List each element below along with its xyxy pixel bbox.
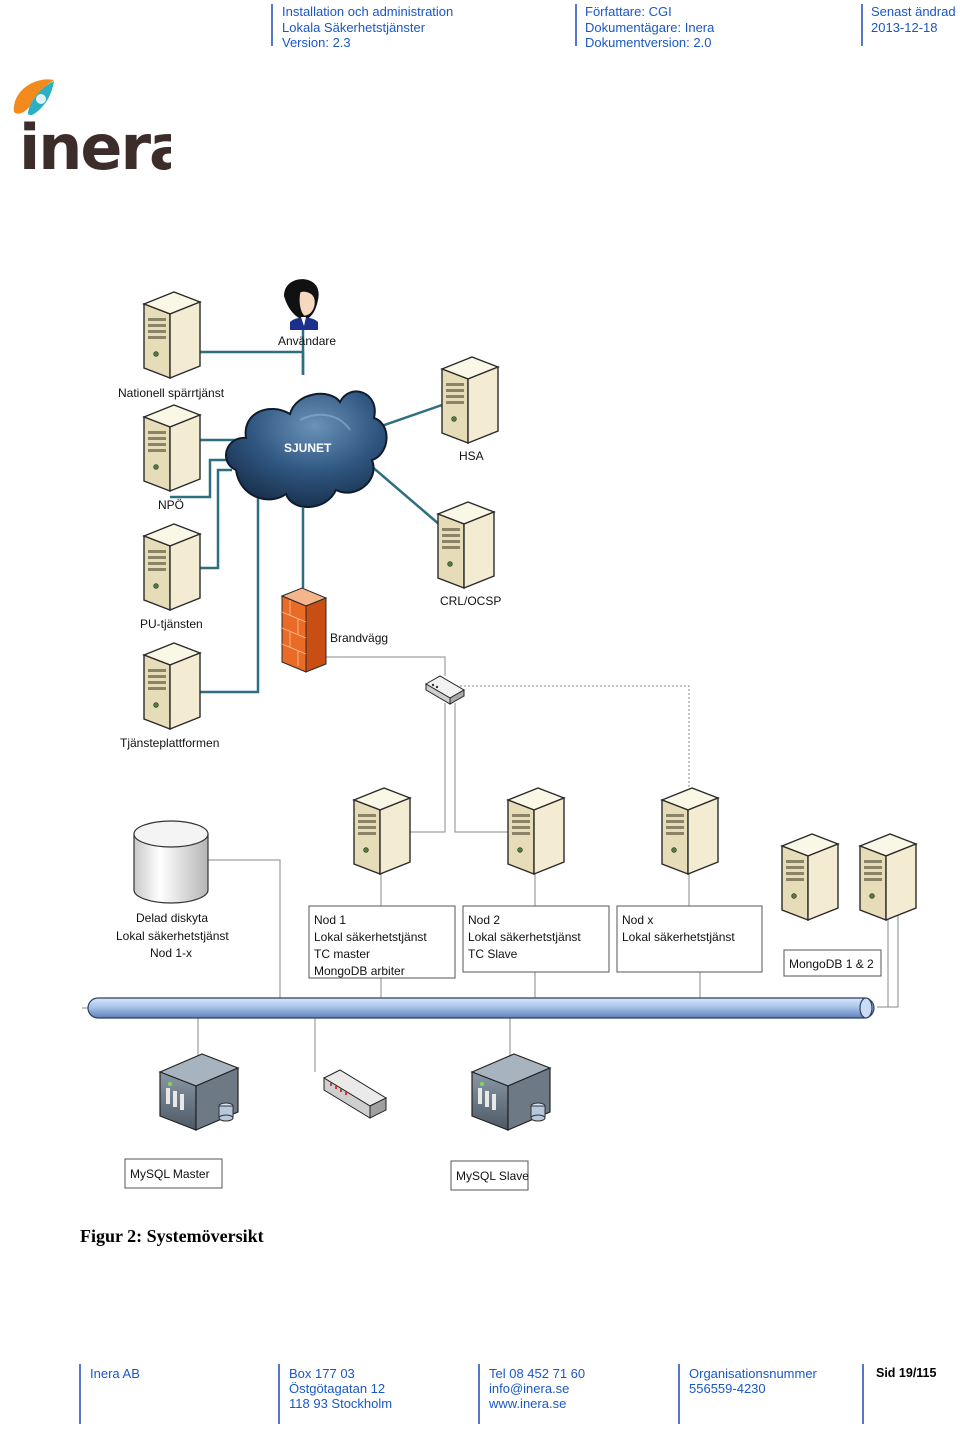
svg-text:MySQL Slave: MySQL Slave	[456, 1169, 529, 1183]
firewall-icon	[280, 587, 328, 673]
server-icon-crl	[437, 501, 495, 589]
mysql-slave-box: MySQL Slave	[450, 1160, 529, 1191]
footer-line: Tel 08 452 71 60	[489, 1366, 586, 1381]
disk-label-line: Lokal säkerhetstjänst	[116, 929, 229, 943]
header-separator	[861, 4, 863, 46]
footer-line: Östgötagatan 12	[289, 1381, 386, 1396]
footer-line: 118 93 Stockholm	[289, 1396, 393, 1411]
disk-label-line: Nod 1-x	[150, 946, 192, 960]
footer-line: Inera AB	[90, 1366, 140, 1381]
server-icon-nodex	[661, 787, 719, 875]
figure-caption: Figur 2: Systemöversikt	[80, 1226, 264, 1246]
footer-separator	[278, 1364, 280, 1424]
shared-disk-icon	[133, 820, 209, 904]
svg-text:TC master: TC master	[314, 947, 370, 961]
mongodb-box: MongoDB 1 & 2	[783, 949, 882, 977]
svg-text:TC Slave: TC Slave	[468, 947, 518, 961]
header-line: Senast ändrad	[871, 4, 956, 19]
pu-label: PU-tjänsten	[140, 617, 203, 631]
system-overview-diagram: Användare SJUNET Nationell spärrtjänst N…	[82, 279, 917, 1191]
server-icon-tjansteplattformen	[143, 642, 201, 730]
header-date-info: Senast ändrad 2013-12-18	[871, 4, 956, 35]
header-line: Dokumentversion: 2.0	[585, 35, 712, 50]
mysql-master-box: MySQL Master	[124, 1158, 223, 1189]
footer-line: Organisationsnummer	[689, 1366, 817, 1381]
server-icon-mongodb1	[781, 833, 839, 921]
header-separator	[575, 4, 577, 46]
header-author-info: Författare: CGI Dokumentägare: Inera Dok…	[585, 4, 714, 51]
footer-separator	[678, 1364, 680, 1424]
svg-text:Lokal säkerhetstjänst: Lokal säkerhetstjänst	[622, 930, 735, 944]
footer-company: Inera AB	[90, 1366, 140, 1381]
footer-line: Box 177 03	[289, 1366, 355, 1381]
server-icon-npo	[143, 404, 201, 492]
server-icon-nationell	[143, 291, 201, 379]
server-icon-node1	[353, 787, 411, 875]
header-line: Dokumentägare: Inera	[585, 19, 715, 35]
footer-line: 556559-4230	[689, 1381, 766, 1396]
footer-address: Box 177 03 Östgötagatan 12 118 93 Stockh…	[289, 1366, 392, 1411]
svg-text:MongoDB arbiter: MongoDB arbiter	[314, 964, 405, 978]
footer-contact: Tel 08 452 71 60 info@inera.se www.inera…	[489, 1366, 585, 1411]
page-number: Sid 19/115	[876, 1366, 937, 1380]
inera-logo: inera	[13, 79, 171, 177]
node2-box: Nod 2 Lokal säkerhetstjänst TC Slave	[462, 905, 610, 973]
hsa-label: HSA	[459, 449, 484, 463]
network-bus	[87, 997, 875, 1019]
svg-text:Nod 1: Nod 1	[314, 913, 346, 927]
footer-separator	[862, 1364, 864, 1424]
logo-text: inera	[19, 111, 171, 177]
crl-label: CRL/OCSP	[440, 594, 501, 608]
footer-line: info@inera.se	[489, 1381, 570, 1396]
node1-box: Nod 1 Lokal säkerhetstjänst TC master Mo…	[308, 905, 456, 979]
header-document-info: Installation och administration Lokala S…	[282, 4, 453, 51]
server-icon-pu	[143, 523, 201, 611]
sjunet-cloud-icon	[225, 390, 388, 508]
bottom-switch-icon	[322, 1069, 388, 1119]
svg-text:MongoDB 1 & 2: MongoDB 1 & 2	[789, 957, 874, 971]
svg-text:MySQL Master: MySQL Master	[130, 1167, 210, 1181]
nodex-box: Nod x Lokal säkerhetstjänst	[616, 905, 763, 973]
header-line: Lokala Säkerhetstjänster	[282, 19, 426, 35]
footer-separator	[478, 1364, 480, 1424]
firewall-label: Brandvägg	[330, 631, 388, 645]
svg-text:Lokal säkerhetstjänst: Lokal säkerhetstjänst	[314, 930, 427, 944]
footer-line: www.inera.se	[489, 1396, 567, 1411]
header-line: Installation och administration	[282, 4, 454, 19]
user-label: Användare	[278, 334, 336, 348]
switch-icon	[425, 675, 465, 705]
mysql-master-server-icon	[159, 1053, 239, 1131]
svg-text:Nod x: Nod x	[622, 913, 653, 927]
header-line: Version: 2.3	[282, 35, 351, 50]
header-separator	[271, 4, 273, 46]
tjansteplattformen-label: Tjänsteplattformen	[120, 736, 219, 750]
npo-label: NPÖ	[158, 498, 184, 512]
user-icon	[284, 279, 319, 330]
nationell-label: Nationell spärrtjänst	[118, 386, 225, 400]
svg-text:Lokal säkerhetstjänst: Lokal säkerhetstjänst	[468, 930, 581, 944]
server-icon-hsa	[441, 356, 499, 444]
footer-separator	[79, 1364, 81, 1424]
header-line: 2013-12-18	[871, 19, 938, 35]
server-icon-node2	[507, 787, 565, 875]
footer-org-number: Organisationsnummer 556559-4230	[689, 1366, 817, 1396]
header-line: Författare: CGI	[585, 4, 672, 19]
server-icon-mongodb2	[859, 833, 917, 921]
mysql-slave-server-icon	[471, 1053, 551, 1131]
sjunet-label: SJUNET	[284, 441, 332, 455]
svg-text:Nod 2: Nod 2	[468, 913, 500, 927]
disk-label-line: Delad diskyta	[136, 911, 208, 925]
